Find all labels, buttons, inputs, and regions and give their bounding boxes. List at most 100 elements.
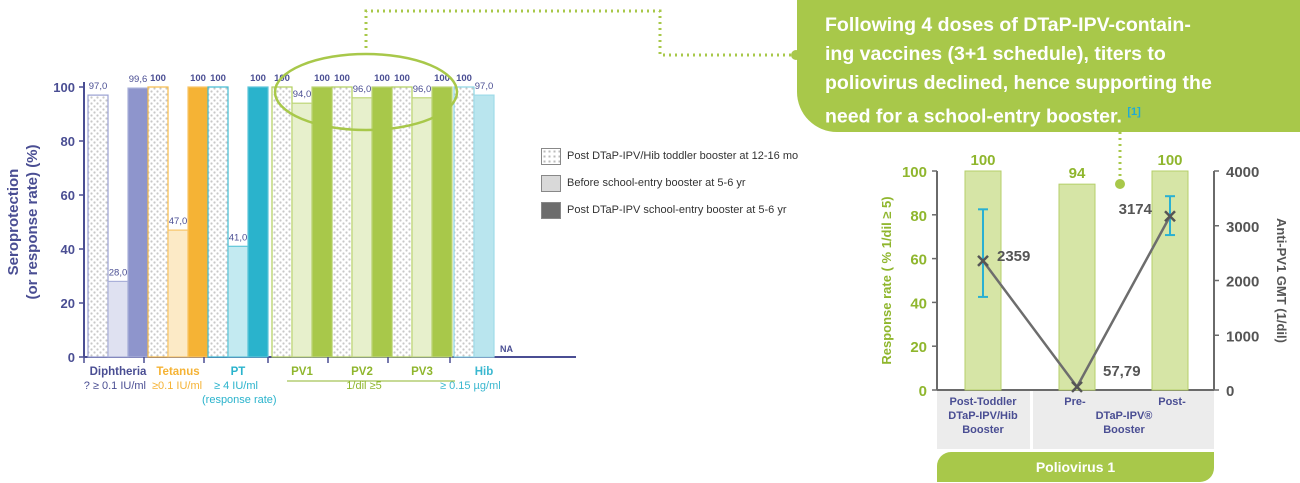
left-y-tick-label: 80 — [61, 134, 75, 149]
callout-line-3: poliovirus declined, hence supporting th… — [825, 72, 1212, 94]
gmt-label-3: 3174 — [1119, 201, 1153, 218]
category-bg-booster — [1033, 391, 1214, 449]
legend: Post DTaP-IPV/Hib toddler booster at 12-… — [541, 146, 798, 227]
left-y-tick-label: 40 — [61, 242, 75, 257]
bar-pv1-series-2 — [291, 102, 313, 358]
bar-label-pv2-series-1: 100 — [334, 73, 350, 84]
x-label-post: Post- — [1158, 396, 1186, 408]
bar-tetanus-series-2 — [167, 229, 189, 358]
left-y-axis-label-line-2: (or response rate) (%) — [24, 144, 41, 299]
legend-label-post: Post DTaP-IPV school-entry booster at 5-… — [567, 204, 787, 216]
bar-label-pv1-series-3: 100 — [314, 73, 330, 84]
right-left-tick-label: 20 — [910, 339, 927, 356]
bar-label-hib-series-1: 100 — [456, 73, 472, 84]
bar-label-diphtheria-series-3: 99,6 — [129, 74, 148, 85]
bar-hib-series-2 — [473, 94, 495, 358]
right-left-tick-label: 60 — [910, 252, 927, 269]
left-y-tick-label: 100 — [53, 80, 75, 95]
highlight-ellipse — [273, 52, 459, 132]
x-label-post-toddler-line-3: Booster — [962, 424, 1004, 436]
bar-label-tetanus-series-3: 100 — [190, 73, 206, 84]
response-bar-2 — [1058, 183, 1096, 391]
bar-pt-series-2 — [227, 245, 249, 358]
bar-label-pt-series-2: 41,0 — [229, 232, 248, 243]
gmt-label-2: 57,79 — [1103, 363, 1141, 380]
sublabel-pt-2: (response rate) — [202, 394, 277, 406]
bar-pt-series-1 — [207, 86, 229, 358]
bar-label-pv3-series-1: 100 — [394, 73, 410, 84]
right-left-tick-label: 80 — [910, 208, 927, 225]
x-label-pre: Pre- — [1064, 396, 1086, 408]
bar-hib-series-1 — [453, 86, 475, 358]
sublabel-diphtheria: ? ≥ 0.1 IU/ml — [84, 380, 146, 392]
callout-line-1: Following 4 doses of DTaP-IPV-contain- — [825, 14, 1191, 36]
right-left-tick-label: 40 — [910, 295, 927, 312]
bar-label-pv2-series-2: 96,0 — [353, 84, 372, 95]
poliovirus-banner: Poliovirus 1 — [937, 452, 1214, 482]
sublabel-hib: ≥ 0.15 µg/ml — [440, 380, 501, 392]
gmt-marker-1 — [977, 254, 989, 267]
category-label-diphtheria: Diphtheria — [90, 366, 147, 378]
callout-box: Following 4 doses of DTaP-IPV-contain- i… — [797, 0, 1300, 132]
bar-diphtheria-series-2 — [107, 280, 129, 358]
response-label-3: 100 — [1157, 152, 1182, 169]
category-label-tetanus: Tetanus — [156, 366, 199, 378]
bar-pv3-series-2 — [411, 97, 433, 358]
callout-line-4: need for a school-entry booster. — [825, 105, 1122, 128]
x-label-booster-group-line-2: Booster — [1103, 424, 1145, 436]
bar-label-hib-series-2: 97,0 — [475, 81, 494, 92]
right-right-tick-label: 1000 — [1226, 328, 1259, 345]
x-label-booster-group-line-1: DTaP-IPV® — [1096, 410, 1153, 422]
callout-line-2: ing vaccines (3+1 schedule), titers to — [825, 43, 1166, 65]
right-left-tick-label: 0 — [919, 383, 927, 400]
legend-item-before: Before school-entry booster at 5-6 yr — [541, 173, 798, 193]
bar-pt-series-3 — [247, 86, 269, 358]
left-y-tick-label: 60 — [61, 188, 75, 203]
right-right-tick-label: 3000 — [1226, 219, 1259, 236]
legend-swatch-before — [541, 174, 561, 192]
bar-pv1-series-1 — [271, 86, 293, 358]
category-bg-toddler — [937, 391, 1030, 449]
category-label-pv1: PV1 — [291, 366, 313, 378]
callout-connector-line — [364, 9, 796, 57]
x-label-booster-group: DTaP-IPV® Booster — [1096, 410, 1153, 436]
legend-item-post: Post DTaP-IPV school-entry booster at 5-… — [541, 200, 798, 220]
left-y-axis-label: Seroprotection(or response rate) (%) — [5, 144, 41, 299]
right-left-tick-label: 100 — [902, 164, 927, 181]
response-label-2: 94 — [1069, 165, 1086, 182]
bar-label-diphtheria-series-1: 97,0 — [89, 81, 108, 92]
left-y-tick-label: 0 — [68, 350, 75, 365]
left-y-tick-label: 20 — [61, 296, 75, 311]
bar-label-na: NA — [500, 344, 513, 354]
gmt-marker-3 — [1164, 210, 1176, 223]
gmt-marker-2 — [1071, 380, 1083, 393]
bar-label-pv1-series-2: 94,0 — [293, 89, 312, 100]
category-label-hib: Hib — [475, 366, 494, 378]
callout-reference: [1] — [1127, 106, 1141, 118]
bar-label-tetanus-series-1: 100 — [150, 73, 166, 84]
category-label-pt: PT — [231, 366, 246, 378]
gmt-label-1: 2359 — [997, 248, 1030, 265]
right-right-axis-label: Anti-PV1 GMT (1/dil) — [1274, 218, 1289, 343]
bar-label-tetanus-series-2: 47,0 — [169, 216, 188, 227]
gmt-marker-stroke — [1071, 380, 1083, 393]
bar-diphtheria-series-3 — [127, 87, 149, 358]
x-label-post-toddler-line-1: Post-Toddler — [949, 396, 1017, 408]
bar-label-pv2-series-3: 100 — [374, 73, 390, 84]
legend-label-before: Before school-entry booster at 5-6 yr — [567, 177, 746, 189]
bar-pv3-series-3 — [431, 86, 453, 358]
right-right-tick-label: 0 — [1226, 383, 1234, 400]
bar-diphtheria-series-1 — [87, 94, 109, 358]
right-right-tick-label: 2000 — [1226, 274, 1259, 291]
sublabel-pt-1: ≥ 4 IU/ml — [214, 380, 258, 392]
gmt-marker-stroke — [977, 254, 989, 267]
left-y-axis-label-line-1: Seroprotection — [5, 169, 22, 276]
category-label-pv3: PV3 — [411, 366, 433, 378]
legend-label-toddler: Post DTaP-IPV/Hib toddler booster at 12-… — [567, 150, 799, 162]
legend-swatch-toddler — [541, 147, 561, 165]
response-label-1: 100 — [970, 152, 995, 169]
